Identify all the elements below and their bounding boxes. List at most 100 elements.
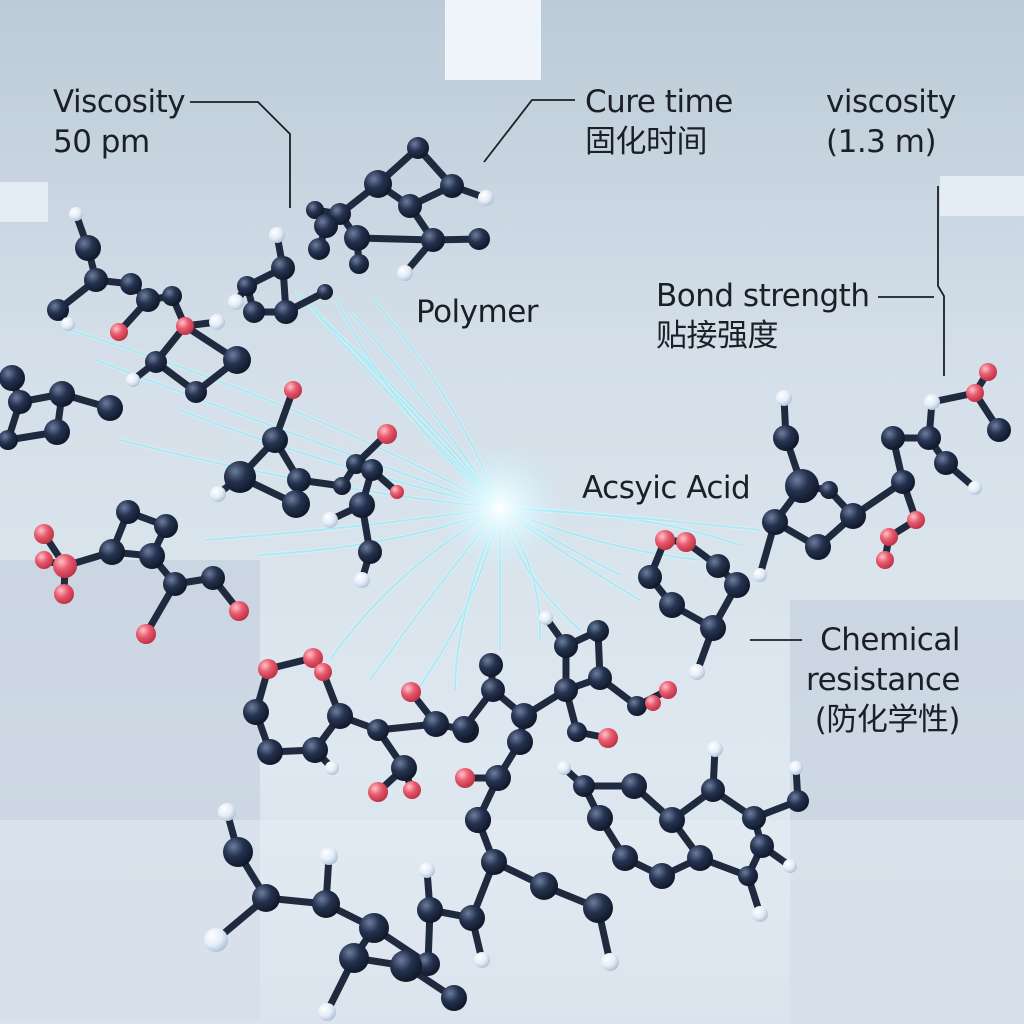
carbon-atom xyxy=(421,228,445,252)
carbon-atom xyxy=(224,461,256,493)
lab-floor xyxy=(0,820,1024,1024)
carbon-atom xyxy=(416,952,440,976)
oxygen-atom xyxy=(966,384,984,402)
carbon-atom xyxy=(136,288,160,312)
chemical-resistance-label: Chemical resistance (防化学性) xyxy=(806,620,960,740)
oxygen-atom xyxy=(659,681,677,699)
viscosity-left-title: Viscosity xyxy=(53,84,186,120)
hydrogen-atom xyxy=(320,847,338,865)
carbon-atom xyxy=(485,765,511,791)
carbon-atom xyxy=(659,807,685,833)
carbon-atom xyxy=(361,459,383,481)
carbon-atom xyxy=(659,592,685,618)
carbon-atom xyxy=(349,492,375,518)
bond-strength-chinese: 贴接强度 xyxy=(656,318,779,354)
oxygen-atom xyxy=(377,424,397,444)
oxygen-atom xyxy=(314,663,332,681)
hydrogen-atom xyxy=(419,862,435,878)
carbon-atom xyxy=(785,469,819,503)
oxygen-atom xyxy=(303,648,323,668)
carbon-atom xyxy=(987,418,1011,442)
cure-time-label: Cure time 固化时间 xyxy=(585,82,733,162)
oxygen-atom xyxy=(368,782,388,802)
carbon-atom xyxy=(0,365,25,391)
oxygen-atom xyxy=(54,584,74,604)
ceiling-light xyxy=(445,0,541,80)
cure-time-title: Cure time xyxy=(585,84,733,120)
hydrogen-atom xyxy=(397,265,413,281)
leader-viscosity-right xyxy=(937,186,945,376)
carbon-atom xyxy=(573,775,595,797)
oxygen-atom xyxy=(35,551,53,569)
chemical-resistance-line1: Chemical xyxy=(820,622,960,658)
carbon-atom xyxy=(840,503,866,529)
carbon-atom xyxy=(8,390,32,414)
viscosity-left-value: 50 pm xyxy=(53,124,150,160)
chemical-resistance-line2: resistance xyxy=(806,662,960,698)
hydrogen-atom xyxy=(69,207,83,221)
hydrogen-atom xyxy=(209,314,225,330)
carbon-atom xyxy=(349,254,369,274)
carbon-atom xyxy=(583,893,613,923)
carbon-atom xyxy=(364,170,392,198)
carbon-atom xyxy=(243,301,265,323)
carbon-atom xyxy=(333,477,351,495)
carbon-atom xyxy=(627,696,647,716)
oxygen-atom xyxy=(598,728,618,748)
hydrogen-atom xyxy=(478,190,494,206)
carbon-atom xyxy=(116,500,140,524)
oxygen-atom xyxy=(110,323,128,341)
carbon-atom xyxy=(398,194,422,218)
carbon-atom xyxy=(163,572,187,596)
carbon-atom xyxy=(587,805,613,831)
carbon-atom xyxy=(479,653,503,677)
hydrogen-atom xyxy=(61,317,75,331)
carbon-atom xyxy=(481,678,505,702)
carbon-atom xyxy=(358,540,382,564)
central-glow xyxy=(438,446,562,570)
carbon-atom xyxy=(554,678,578,702)
carbon-atom xyxy=(452,716,476,740)
carbon-atom xyxy=(407,137,429,159)
carbon-atom xyxy=(120,273,142,295)
carbon-atom xyxy=(805,534,831,560)
carbon-atom xyxy=(481,849,507,875)
oxygen-atom xyxy=(284,381,302,399)
carbon-atom xyxy=(243,699,269,725)
carbon-atom xyxy=(724,572,750,598)
hydrogen-atom xyxy=(539,611,553,625)
hydrogen-atom xyxy=(228,294,244,310)
carbon-atom xyxy=(649,863,675,889)
hydrogen-atom xyxy=(322,512,338,528)
carbon-atom xyxy=(44,419,70,445)
carbon-atom xyxy=(49,381,75,407)
carbon-atom xyxy=(97,395,123,421)
carbon-atom xyxy=(511,703,537,729)
viscosity-left-label: Viscosity 50 pm xyxy=(53,82,186,162)
carbon-atom xyxy=(99,539,125,565)
carbon-atom xyxy=(139,543,165,569)
ceiling-light xyxy=(0,182,48,222)
oxygen-atom xyxy=(258,659,278,679)
carbon-atom xyxy=(917,426,941,450)
fiber-strand xyxy=(95,359,501,509)
carbon-atom xyxy=(820,481,838,499)
molecule-lower-right-ring xyxy=(638,530,750,680)
oxygen-atom xyxy=(979,363,997,381)
carbon-atom xyxy=(317,284,333,300)
carbon-atom xyxy=(154,514,178,538)
hydrogen-atom xyxy=(776,390,792,406)
leader-viscosity-left xyxy=(190,101,291,208)
carbon-atom xyxy=(638,565,662,589)
ceiling-light xyxy=(940,176,1024,216)
hydrogen-atom xyxy=(210,486,226,502)
carbon-atom xyxy=(201,566,225,590)
carbon-atom xyxy=(0,430,18,450)
carbon-atom xyxy=(468,228,490,250)
hydrogen-atom xyxy=(474,952,490,968)
carbon-atom xyxy=(773,425,799,451)
oxygen-atom xyxy=(880,528,898,546)
hydrogen-atom xyxy=(218,803,236,821)
molecule-center-cluster xyxy=(210,227,404,588)
hydrogen-atom xyxy=(325,761,339,775)
